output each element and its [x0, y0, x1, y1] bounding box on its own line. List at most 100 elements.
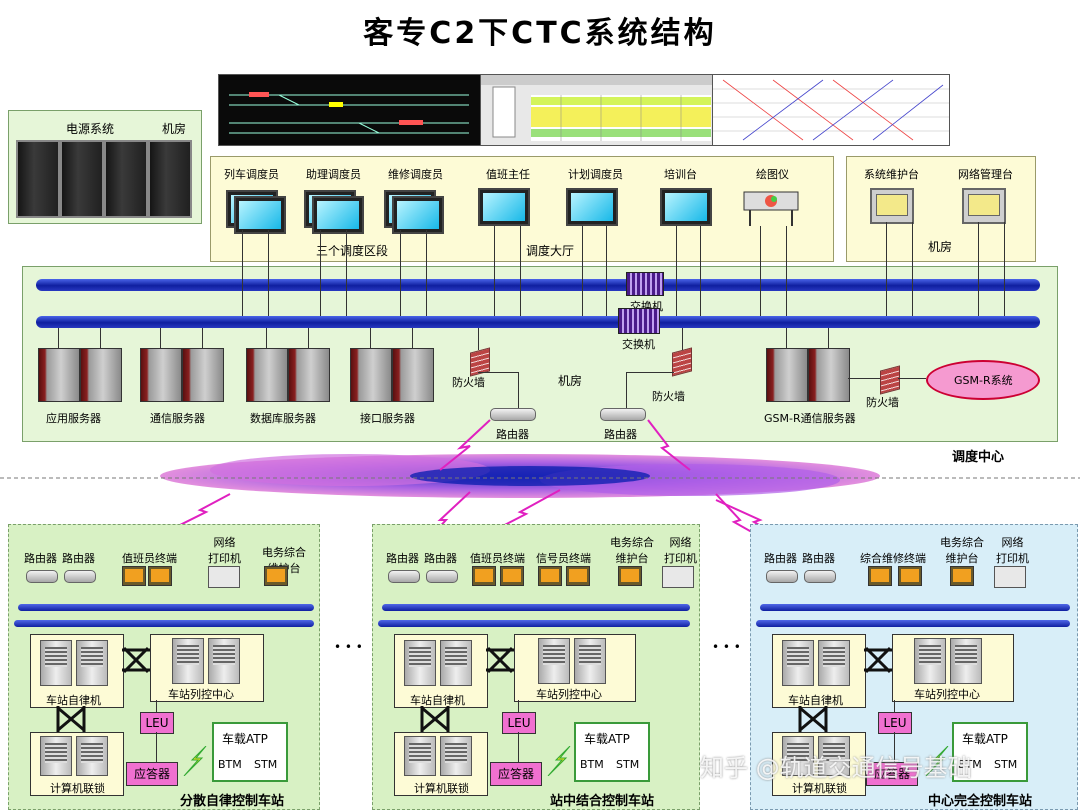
connector-line — [268, 230, 269, 316]
balise-box: 应答器 — [490, 762, 542, 786]
router-label: 路由器 — [424, 552, 457, 565]
router-label: 路由器 — [802, 552, 835, 565]
server-cabinet — [766, 348, 808, 402]
connector-line — [478, 328, 479, 350]
gsmr-system-ellipse — [926, 360, 1040, 400]
page-title: 客专C2下CTC系统结构 — [363, 16, 717, 51]
plotter-icon — [742, 186, 800, 226]
maintenance-station-label: 系统维护台 — [864, 168, 919, 181]
connector-line — [156, 700, 157, 712]
connector-line — [518, 700, 519, 712]
connector-line — [520, 226, 521, 316]
connector-line — [518, 732, 519, 762]
connector-line — [370, 328, 371, 348]
network-bus — [36, 279, 1040, 291]
server-cabinet — [182, 348, 224, 402]
connector-line — [518, 372, 519, 408]
terminal-label: 值班员终端 — [122, 552, 177, 565]
leu-box: LEU — [502, 712, 536, 734]
dispatch-monitor — [392, 196, 444, 234]
switch-label: 交换机 — [622, 338, 655, 351]
connector-line — [412, 328, 413, 348]
connector-line — [1004, 222, 1005, 316]
table-display-graphic — [481, 75, 713, 141]
firewall-label: 防火墙 — [652, 390, 685, 403]
dispatch-monitor — [566, 188, 618, 226]
printer-icon — [662, 566, 694, 588]
server-icon — [404, 736, 436, 776]
connector-line — [58, 328, 59, 348]
terminal-monitor — [472, 566, 496, 586]
server-icon — [818, 736, 850, 776]
stm-label: STM — [616, 758, 640, 771]
btm-label: BTM — [958, 758, 982, 771]
terminal-monitor — [868, 566, 892, 586]
server-label: 通信服务器 — [150, 412, 205, 425]
station-type-label: 分散自律控制车站 — [180, 794, 285, 809]
dispatch-monitor — [234, 196, 286, 234]
cross-link-icon — [798, 706, 828, 732]
server-icon — [782, 736, 814, 776]
server-label: 数据库服务器 — [250, 412, 316, 425]
leu-box: LEU — [878, 712, 912, 734]
server-label: 应用服务器 — [46, 412, 101, 425]
connector-line — [786, 328, 787, 348]
stm-label: STM — [994, 758, 1018, 771]
control-center-label: 车站列控中心 — [914, 688, 980, 701]
workstation-label: 计划调度员 — [568, 168, 623, 181]
gsmr-server-label: GSM-R通信服务器 — [764, 412, 856, 425]
connector-line — [898, 378, 926, 379]
network-bus — [36, 316, 1040, 328]
terminal-monitor — [566, 566, 590, 586]
connector-line — [682, 328, 683, 350]
connector-line — [886, 222, 887, 316]
balise-box: 应答器 — [866, 762, 918, 786]
btm-label: BTM — [580, 758, 604, 771]
track-display-graphic — [229, 92, 469, 134]
connector-line — [626, 372, 627, 408]
server-cabinet — [808, 348, 850, 402]
power-cabinet — [148, 140, 192, 218]
connector-line — [320, 230, 321, 316]
dispatch-center-label: 调度中心 — [952, 450, 1005, 465]
router-icon — [388, 570, 420, 583]
server-label: 接口服务器 — [360, 412, 415, 425]
power-cabinet — [16, 140, 60, 218]
server-cabinet — [350, 348, 392, 402]
watermark-text: 知乎 @轨道交通信号基础 — [700, 754, 972, 782]
dispatch-screen-graph — [712, 74, 950, 146]
router-label: 路由器 — [386, 552, 419, 565]
server-icon — [440, 640, 472, 686]
cross-link-icon — [420, 706, 450, 732]
server-cabinet — [288, 348, 330, 402]
router-label: 路由器 — [604, 428, 637, 441]
control-center-box — [150, 634, 264, 702]
server-icon — [208, 638, 240, 684]
connector-line — [400, 230, 401, 316]
workstation-label: 列车调度员 — [224, 168, 279, 181]
leu-box: LEU — [140, 712, 174, 734]
terminal-monitor — [898, 566, 922, 586]
router-label: 路由器 — [62, 552, 95, 565]
server-icon — [76, 640, 108, 686]
router-icon — [804, 570, 836, 583]
connector-line — [582, 226, 583, 316]
server-icon — [818, 640, 850, 686]
printer-icon — [208, 566, 240, 588]
printer-label: 网络 打印机 — [208, 536, 241, 565]
connector-line — [848, 378, 880, 379]
station-bus — [382, 604, 690, 611]
interlock-label: 计算机联锁 — [792, 782, 847, 795]
stm-label: STM — [254, 758, 278, 771]
terminal-monitor — [148, 566, 172, 586]
station-bus — [760, 604, 1070, 611]
terminal-label: 信号员终端 — [536, 552, 591, 565]
lightning-icon — [925, 746, 949, 776]
workstation-label: 值班主任 — [486, 168, 530, 181]
connector-line — [202, 328, 203, 348]
ellipsis-separator: • • • — [712, 640, 741, 654]
firewall-label: 防火墙 — [452, 376, 485, 389]
server-icon — [172, 638, 204, 684]
connector-line — [978, 222, 979, 316]
station-bus — [14, 620, 314, 627]
